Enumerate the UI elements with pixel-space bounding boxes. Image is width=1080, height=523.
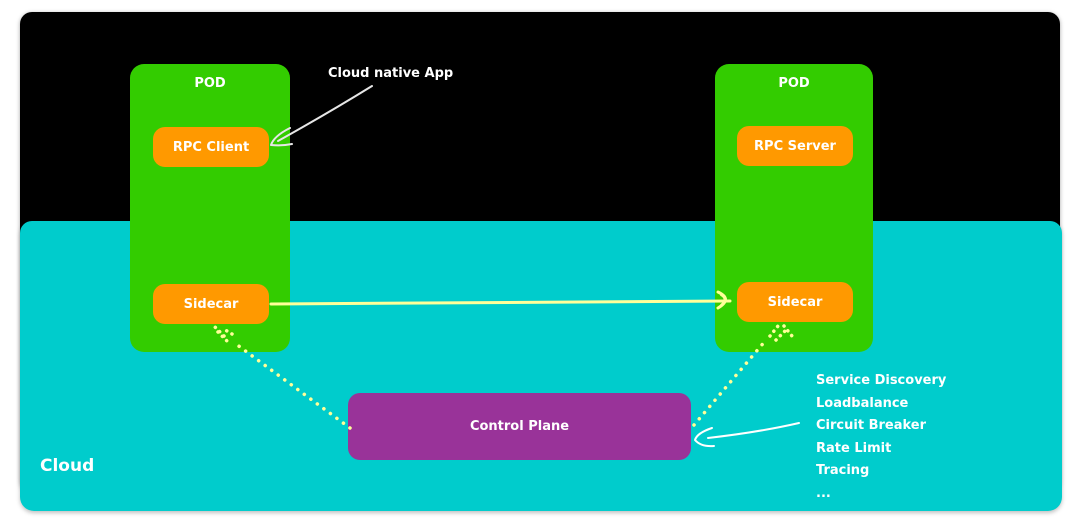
rpc-client-box: RPC Client: [153, 127, 269, 167]
feature-item: ...: [816, 485, 831, 501]
sidecar-left-label: Sidecar: [183, 296, 239, 312]
control-plane-box: Control Plane: [348, 393, 691, 460]
pod-right-label: POD: [778, 76, 810, 91]
sidecar-right-label: Sidecar: [767, 294, 823, 310]
feature-item: Service Discovery: [816, 373, 947, 388]
rpc-client-label: RPC Client: [172, 139, 250, 155]
cloud-region-label: Cloud: [40, 456, 95, 476]
sidecar-left-box: Sidecar: [153, 284, 269, 324]
feature-item: Tracing: [816, 463, 870, 478]
rpc-server-box: RPC Server: [737, 126, 853, 166]
control-plane-label: Control Plane: [469, 419, 570, 434]
sidecar-right-box: Sidecar: [737, 282, 853, 322]
cloud-native-app-annotation: Cloud native App: [328, 66, 454, 81]
feature-item: Loadbalance: [816, 395, 909, 411]
rpc-server-label: RPC Server: [754, 138, 836, 154]
pod-left-label: POD: [194, 76, 226, 91]
control-plane-feature-list: Service Discovery Loadbalance Circuit Br…: [816, 370, 946, 505]
feature-item: Circuit Breaker: [816, 418, 926, 433]
feature-item: Rate Limit: [816, 440, 892, 456]
